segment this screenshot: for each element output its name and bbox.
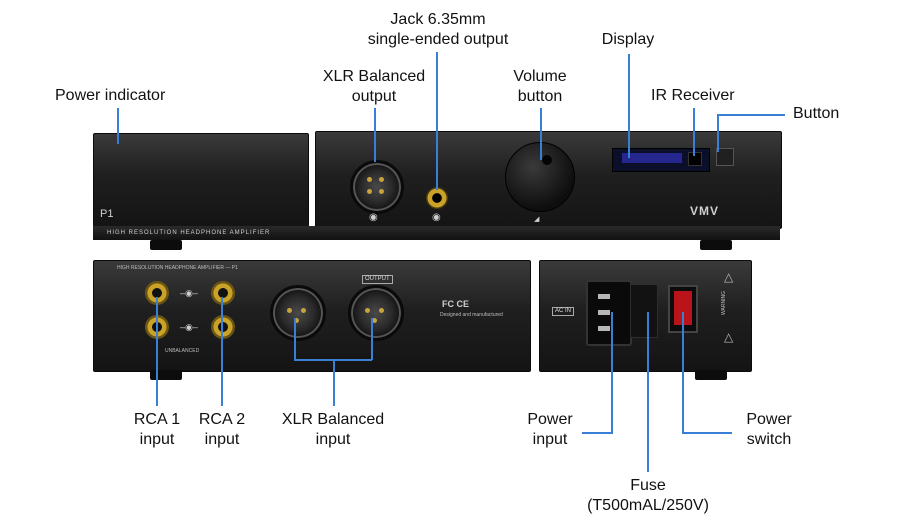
label-jack-output: Jack 6.35mm single-ended output [348, 10, 528, 50]
headphone-icon: ◉ [369, 212, 378, 223]
front-foot-left [150, 240, 182, 250]
line-xlr-input-right [371, 318, 373, 360]
xlr-pin [379, 308, 384, 313]
front-foot-right [700, 240, 732, 250]
jack-6-35mm-output[interactable] [426, 187, 448, 209]
label-power-indicator: Power indicator [55, 87, 166, 104]
label-line: (T500mAL/250V) [587, 497, 709, 514]
line-rca2 [221, 297, 223, 406]
label-line: XLR Balanced [281, 411, 385, 428]
xlr-pin [372, 318, 377, 323]
line-ir-receiver [693, 108, 695, 156]
output-tag: OUTPUT [362, 275, 393, 284]
xlr-pin [379, 189, 384, 194]
label-line: input [204, 431, 240, 448]
rear-header-text: HIGH RESOLUTION HEADPHONE AMPLIFIER — P1 [117, 265, 238, 271]
label-line: input [139, 431, 175, 448]
label-line: Jack 6.35mm [390, 11, 486, 28]
label-power-switch: Power switch [733, 410, 805, 450]
line-power-switch-horizontal [682, 432, 732, 434]
cert-marks: FC CE [442, 299, 469, 309]
line-fuse [647, 312, 649, 472]
warning-triangle-icon: △ [724, 270, 734, 284]
rca2-jack-top[interactable] [211, 281, 235, 305]
brand-logo: VMV [690, 204, 720, 218]
label-volume: Volume button [490, 67, 590, 107]
made-in-text: Designed and manufactured [440, 312, 503, 318]
line-volume [540, 108, 542, 160]
knob-indicator-dot [542, 155, 552, 165]
iec-pin [598, 310, 610, 315]
line-xlr-output [374, 108, 376, 162]
unbalanced-label: UNBALANCED [165, 348, 200, 354]
label-line: XLR Balanced [322, 68, 426, 85]
power-switch-rocker [674, 291, 692, 325]
xlr-pin [379, 177, 384, 182]
xlr-pin [367, 189, 372, 194]
channel-icon: –◉– [180, 288, 198, 298]
line-power-indicator [117, 108, 119, 144]
label-line: Fuse [630, 477, 666, 494]
iec-pin [598, 326, 610, 331]
xlr-pin [367, 177, 372, 182]
line-button-vertical [717, 114, 719, 152]
line-jack-output [436, 52, 438, 190]
warning-label: WARNING [720, 291, 727, 315]
line-xlr-input-left [294, 318, 296, 360]
front-model-label: P1 [100, 208, 114, 220]
line-power-switch-vertical [682, 312, 684, 434]
front-chassis-bar: HIGH RESOLUTION HEADPHONE AMPLIFIER [93, 226, 780, 240]
volume-ramp-icon: ◢ [534, 216, 540, 223]
line-button-horizontal [717, 114, 785, 116]
label-fuse: Fuse (T500mAL/250V) [573, 476, 723, 516]
xlr-balanced-input-left[interactable] [270, 285, 326, 341]
warning-triangle-icon: △ [724, 330, 734, 344]
line-xlr-input-vertical [333, 359, 335, 406]
label-line: input [315, 431, 351, 448]
line-power-input-horizontal [582, 432, 613, 434]
label-display: Display [601, 31, 655, 48]
label-line: RCA 1 [133, 411, 181, 428]
fuse-holder[interactable] [630, 284, 658, 338]
line-power-input-vertical [611, 312, 613, 434]
label-line: Power [527, 411, 573, 428]
label-line: single-ended output [367, 31, 509, 48]
channel-icon: –◉– [180, 322, 198, 332]
xlr-pin [301, 308, 306, 313]
label-line: output [351, 88, 397, 105]
label-line: RCA 2 [198, 411, 246, 428]
line-display [628, 54, 630, 158]
front-button[interactable] [716, 148, 734, 166]
label-power-input: Power input [515, 410, 585, 450]
label-rca1: RCA 1 input [122, 410, 192, 450]
label-line: Power [746, 411, 792, 428]
label-ir-receiver: IR Receiver [651, 87, 735, 104]
xlr-pin [287, 308, 292, 313]
xlr-pin [294, 318, 299, 323]
label-button: Button [793, 105, 840, 122]
label-line: button [517, 88, 563, 105]
xlr-balanced-input-right[interactable] [348, 285, 404, 341]
display-glow [622, 153, 682, 163]
rca2-jack-bottom[interactable] [211, 315, 235, 339]
rear-foot-right [695, 370, 727, 380]
iec-pin [598, 294, 610, 299]
front-left-panel [93, 133, 309, 227]
xlr-balanced-output[interactable] [350, 160, 404, 214]
headphone-icon: ◉ [432, 212, 441, 223]
label-xlr-output: XLR Balanced output [304, 67, 444, 107]
xlr-pin [365, 308, 370, 313]
label-rca2: RCA 2 input [187, 410, 257, 450]
label-line: input [532, 431, 568, 448]
label-line: switch [746, 431, 792, 448]
label-xlr-input: XLR Balanced input [263, 410, 403, 450]
label-line: Volume [513, 68, 567, 85]
ir-receiver-window [688, 152, 702, 166]
rear-foot-left [150, 370, 182, 380]
power-inlet-iec[interactable] [586, 280, 632, 346]
ac-in-tag: AC IN [552, 307, 575, 316]
line-rca1 [156, 297, 158, 406]
